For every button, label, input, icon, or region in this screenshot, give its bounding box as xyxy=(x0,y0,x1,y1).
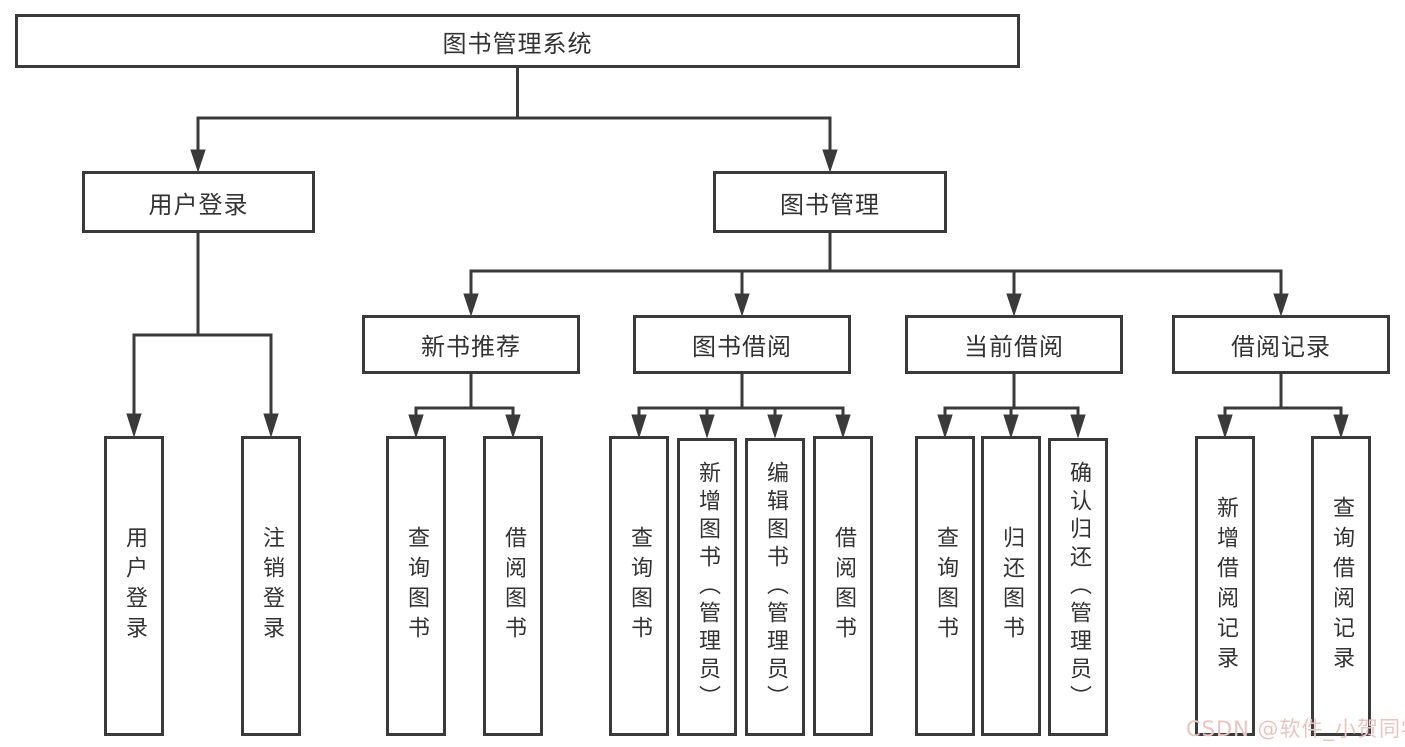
leaf-newbook-query-books-label: 查询图书 xyxy=(404,526,429,646)
node-book-borrow: 图书借阅 xyxy=(633,315,851,374)
leaf-query-borrow-record: 查询借阅记录 xyxy=(1311,436,1371,736)
leaf-add-borrow-record-label: 新增借阅记录 xyxy=(1213,496,1238,676)
leaf-user-login-label: 用户登录 xyxy=(122,526,147,646)
leaf-logout: 注销登录 xyxy=(241,436,301,736)
leaf-current-query-books-label: 查询图书 xyxy=(933,526,958,646)
node-user-login-label: 用户登录 xyxy=(148,190,249,219)
leaf-return-books: 归还图书 xyxy=(981,436,1041,736)
leaf-add-borrow-record: 新增借阅记录 xyxy=(1195,436,1255,736)
csdn-watermark: CSDN @软件_小贺同学 xyxy=(1186,717,1405,741)
leaf-add-books-admin: 新增图书（管理员） xyxy=(677,438,737,736)
leaf-edit-books-admin: 编辑图书（管理员） xyxy=(745,438,805,736)
node-borrow-records: 借阅记录 xyxy=(1172,315,1390,374)
leaf-confirm-return-admin-label: 确认归还（管理员） xyxy=(1066,461,1091,713)
node-system-root-label: 图书管理系统 xyxy=(442,29,593,58)
leaf-borrow-query-books: 查询图书 xyxy=(609,436,669,736)
leaf-query-borrow-record-label: 查询借阅记录 xyxy=(1329,496,1354,676)
leaf-add-books-admin-label: 新增图书（管理员） xyxy=(695,461,720,713)
node-book-borrow-label: 图书借阅 xyxy=(692,333,792,361)
leaf-borrow-query-books-label: 查询图书 xyxy=(627,526,652,646)
node-new-book-recommend: 新书推荐 xyxy=(362,315,580,374)
leaf-newbook-borrow-books: 借阅图书 xyxy=(483,436,543,736)
leaf-confirm-return-admin: 确认归还（管理员） xyxy=(1048,438,1108,736)
node-borrow-records-label: 借阅记录 xyxy=(1231,333,1331,361)
leaf-current-query-books: 查询图书 xyxy=(915,436,975,736)
node-book-management: 图书管理 xyxy=(713,171,947,233)
node-system-root: 图书管理系统 xyxy=(15,14,1020,68)
node-current-borrow: 当前借阅 xyxy=(905,315,1123,374)
leaf-newbook-borrow-books-label: 借阅图书 xyxy=(501,526,526,646)
node-user-login: 用户登录 xyxy=(82,171,315,233)
leaf-edit-books-admin-label: 编辑图书（管理员） xyxy=(763,461,788,713)
node-book-management-label: 图书管理 xyxy=(780,190,880,219)
leaf-borrow-borrow-books: 借阅图书 xyxy=(813,436,873,736)
leaf-newbook-query-books: 查询图书 xyxy=(386,436,446,736)
leaf-borrow-borrow-books-label: 借阅图书 xyxy=(831,526,856,646)
leaf-logout-label: 注销登录 xyxy=(259,526,284,646)
node-current-borrow-label: 当前借阅 xyxy=(964,333,1064,361)
node-new-book-recommend-label: 新书推荐 xyxy=(421,333,521,361)
leaf-user-login: 用户登录 xyxy=(104,436,164,736)
leaf-return-books-label: 归还图书 xyxy=(999,526,1024,646)
